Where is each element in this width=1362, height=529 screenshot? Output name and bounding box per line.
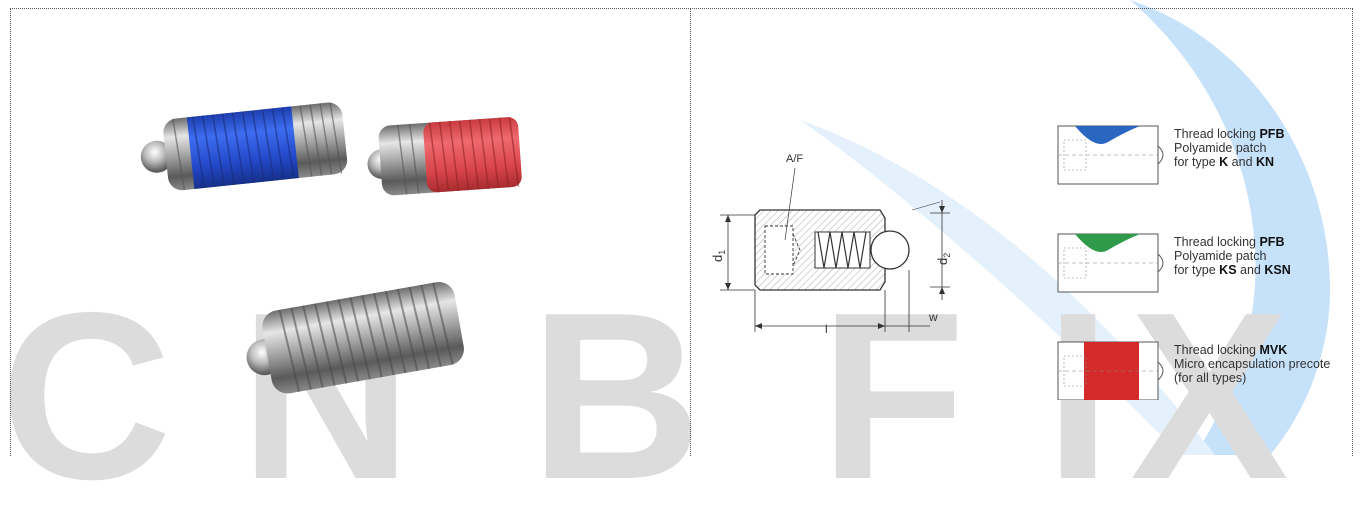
label-d1: d1 (710, 250, 727, 262)
legend-item-mvk: Thread locking MVK Micro encapsulation p… (1174, 343, 1331, 385)
label-w: w (928, 310, 938, 324)
patch-icon-mvk-red (1057, 341, 1164, 400)
legend-item-pfb-k: Thread locking PFB Polyamide patch for t… (1174, 127, 1285, 169)
ball-plunger-plain (246, 281, 464, 394)
technical-drawing-panel (690, 8, 1353, 456)
ball-plunger-red-patch (367, 116, 522, 196)
label-af: A/F (786, 153, 803, 165)
legend-item-pfb-ks: Thread locking PFB Polyamide patch for t… (1174, 235, 1291, 277)
ball-plunger-blue-patch (140, 102, 348, 191)
cross-section-drawing: A/F d1 d2 l w (710, 153, 952, 336)
legend-icons (1057, 125, 1164, 400)
product-photo-panel (10, 8, 691, 456)
label-l: l (825, 322, 828, 336)
patch-icon-pfb-blue (1057, 125, 1164, 185)
label-d2: d2 (935, 253, 952, 265)
patch-icon-pfb-green (1057, 233, 1164, 293)
product-photos (140, 102, 522, 394)
